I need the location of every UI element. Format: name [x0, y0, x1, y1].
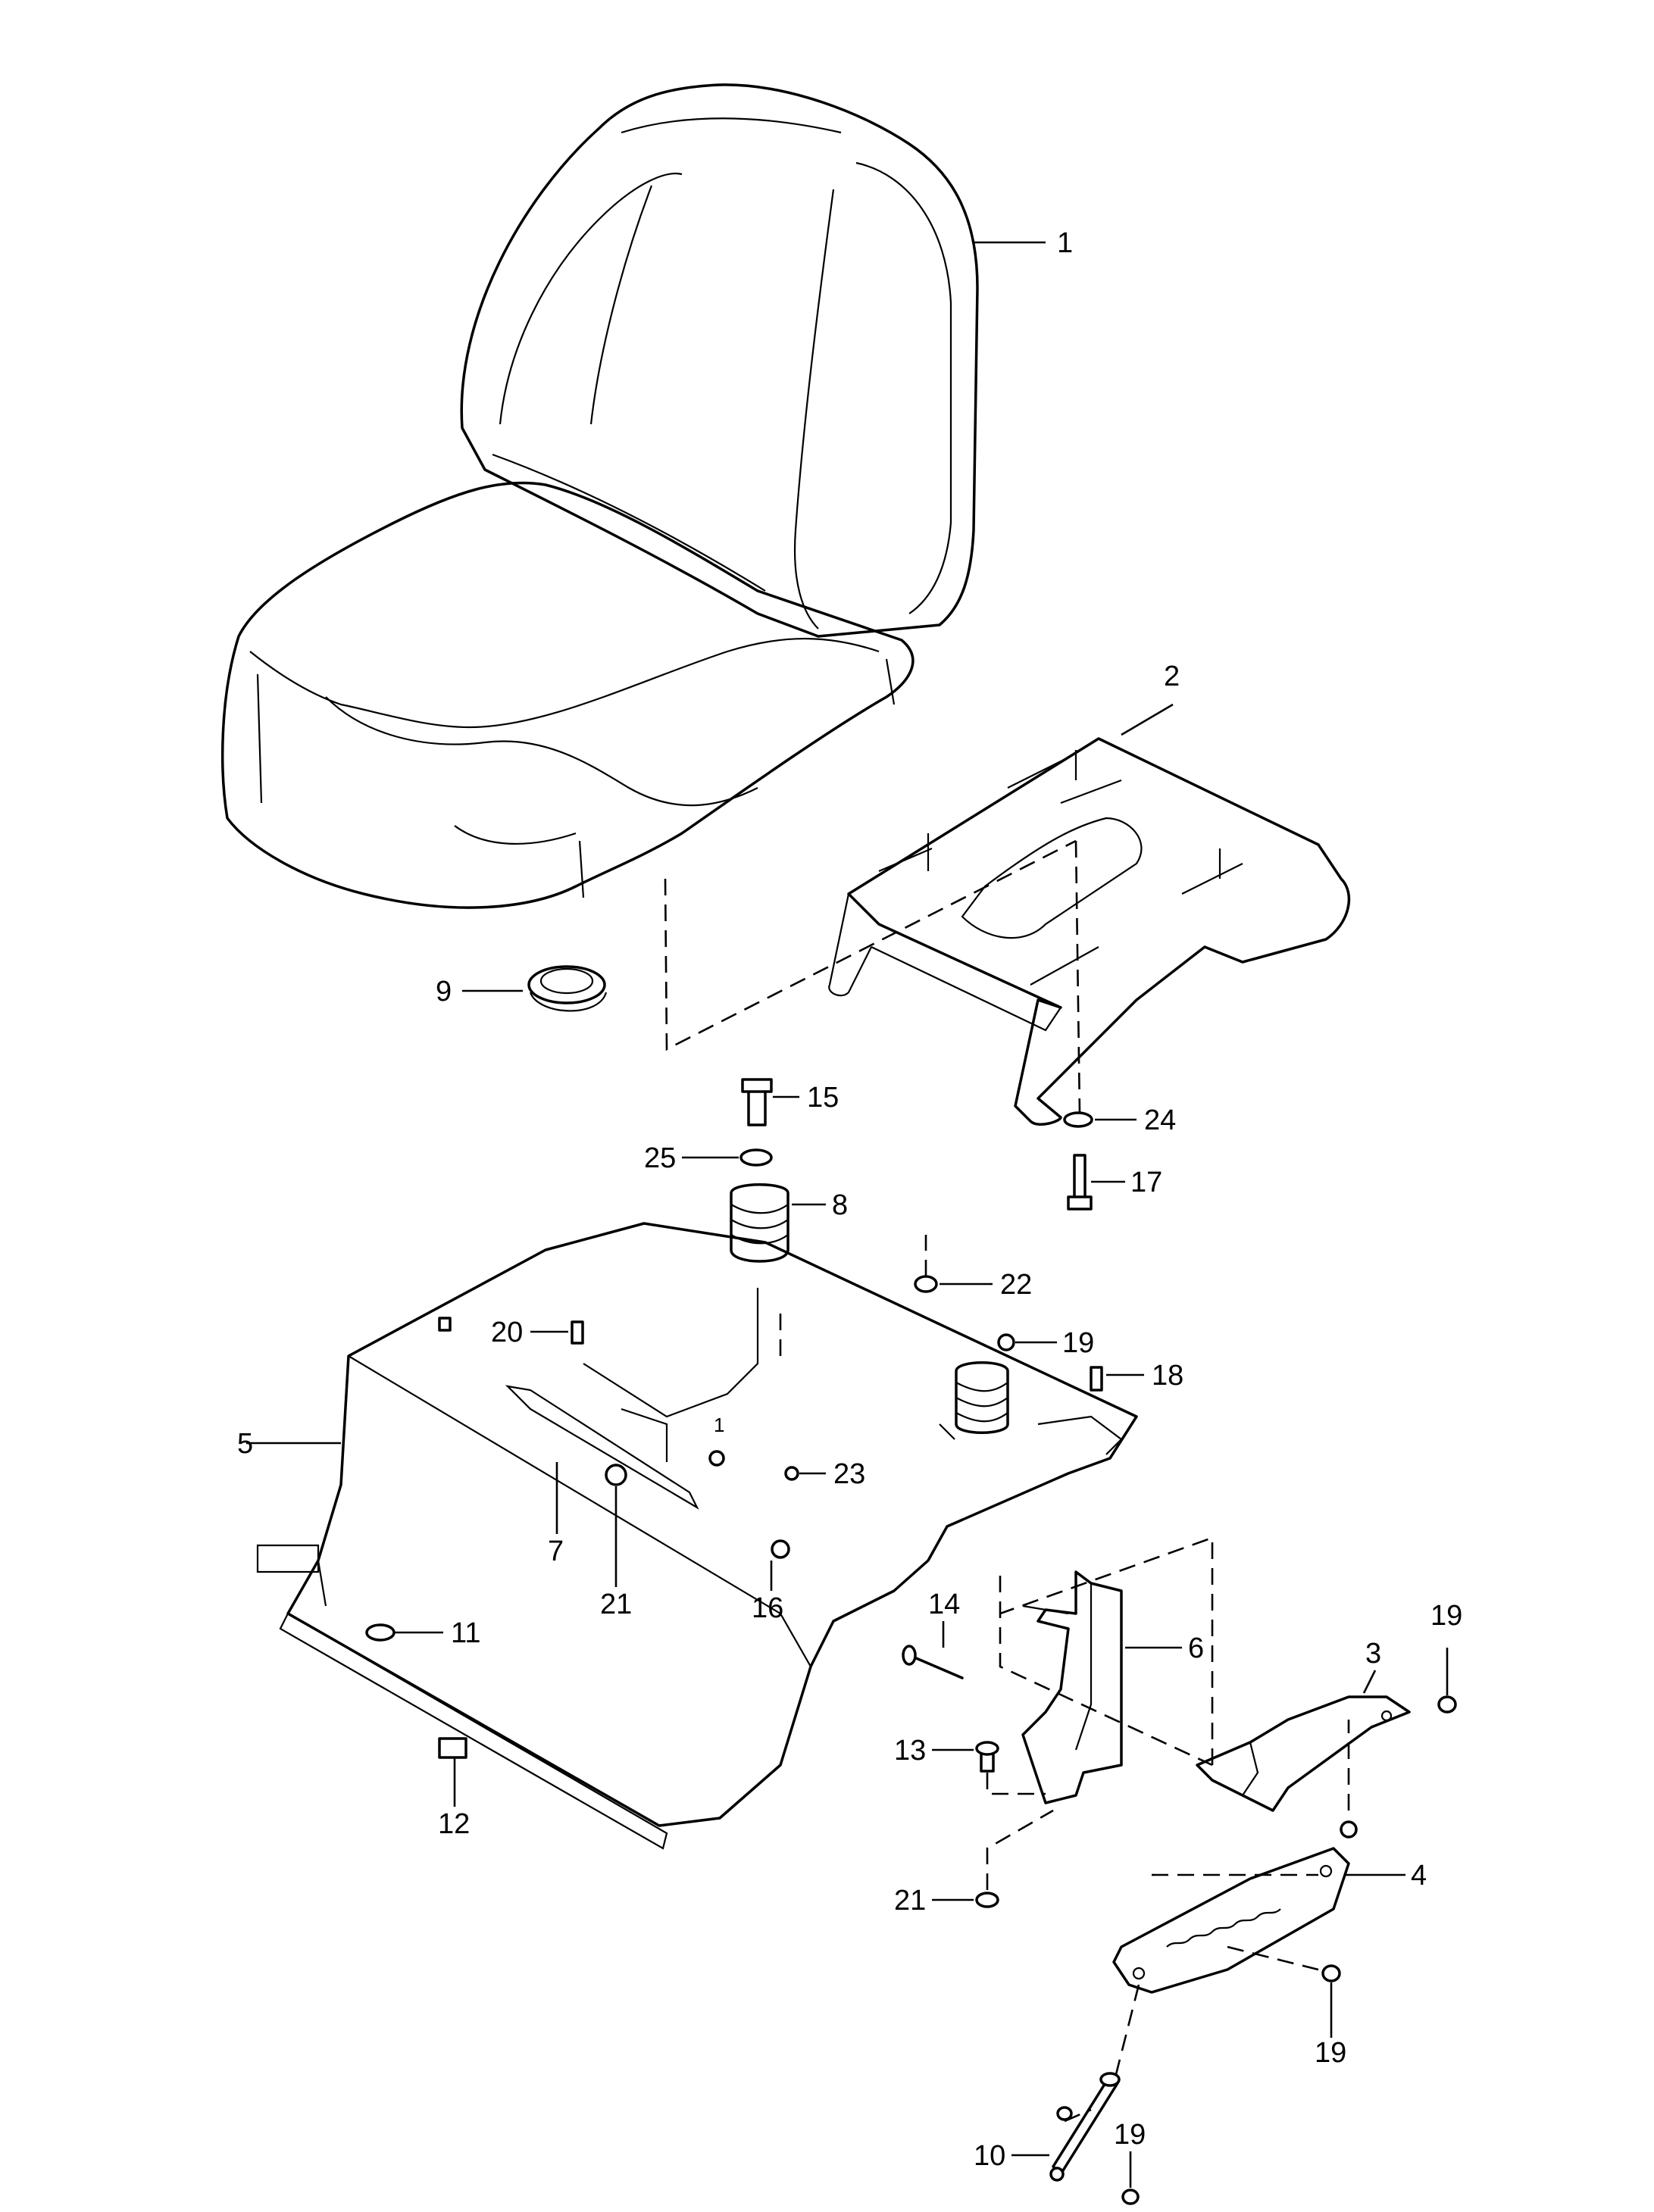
callout-21b: 21: [894, 1885, 926, 1917]
callout-19b: 19: [1430, 1600, 1462, 1632]
callout-19a: 19: [1062, 1327, 1094, 1359]
callout-23: 23: [833, 1458, 865, 1490]
callout-1: 1: [1057, 227, 1073, 259]
callout-7: 7: [548, 1536, 564, 1567]
fasteners-lower: 13 21: [894, 1735, 1054, 1917]
callout-1-small: 1: [714, 1414, 724, 1436]
latch-part-3: 3: [1196, 1638, 1411, 1839]
screw-19-top-right: 19: [1430, 1600, 1462, 1714]
screw-19-lower-right: 19: [1315, 1964, 1346, 2069]
pin-part-14: 14: [902, 1589, 964, 1679]
callout-2: 2: [1164, 661, 1180, 692]
bracket-part-6: 6: [999, 1536, 1214, 1804]
callout-9: 9: [436, 976, 452, 1008]
lever-part-10: 10 19: [974, 2072, 1146, 2205]
callout-6: 6: [1188, 1632, 1204, 1664]
callout-16: 16: [752, 1592, 783, 1624]
callout-18: 18: [1152, 1360, 1183, 1392]
callout-25: 25: [644, 1142, 676, 1174]
callout-13: 13: [894, 1735, 926, 1767]
seat-part-1: 1: [221, 83, 1073, 909]
switch-part-9: 9: [436, 965, 608, 1012]
top-hardware: 15 25 8 24 17: [644, 1078, 1176, 1263]
callout-19d: 19: [1114, 2119, 1146, 2151]
callout-17: 17: [1130, 1167, 1162, 1198]
callout-3: 3: [1365, 1638, 1381, 1670]
rail-part-4: 4: [1112, 1847, 1427, 2084]
callout-12: 12: [438, 1808, 470, 1840]
base-frame-part-5: 5 11 12 7 21 16 20 1 23 22: [237, 1222, 1183, 1850]
callout-14: 14: [928, 1589, 960, 1620]
callout-10: 10: [974, 2140, 1005, 2172]
callout-8: 8: [832, 1189, 848, 1221]
callout-11: 11: [451, 1617, 480, 1649]
callout-19c: 19: [1315, 2037, 1346, 2069]
callout-22: 22: [1000, 1269, 1032, 1301]
seat-plate-part-2: 2: [664, 661, 1351, 1126]
callout-21a: 21: [600, 1589, 632, 1620]
callout-20: 20: [491, 1317, 523, 1348]
callout-15: 15: [807, 1082, 839, 1114]
callout-4: 4: [1411, 1860, 1427, 1892]
callout-24: 24: [1144, 1104, 1176, 1136]
callout-5: 5: [237, 1428, 253, 1460]
